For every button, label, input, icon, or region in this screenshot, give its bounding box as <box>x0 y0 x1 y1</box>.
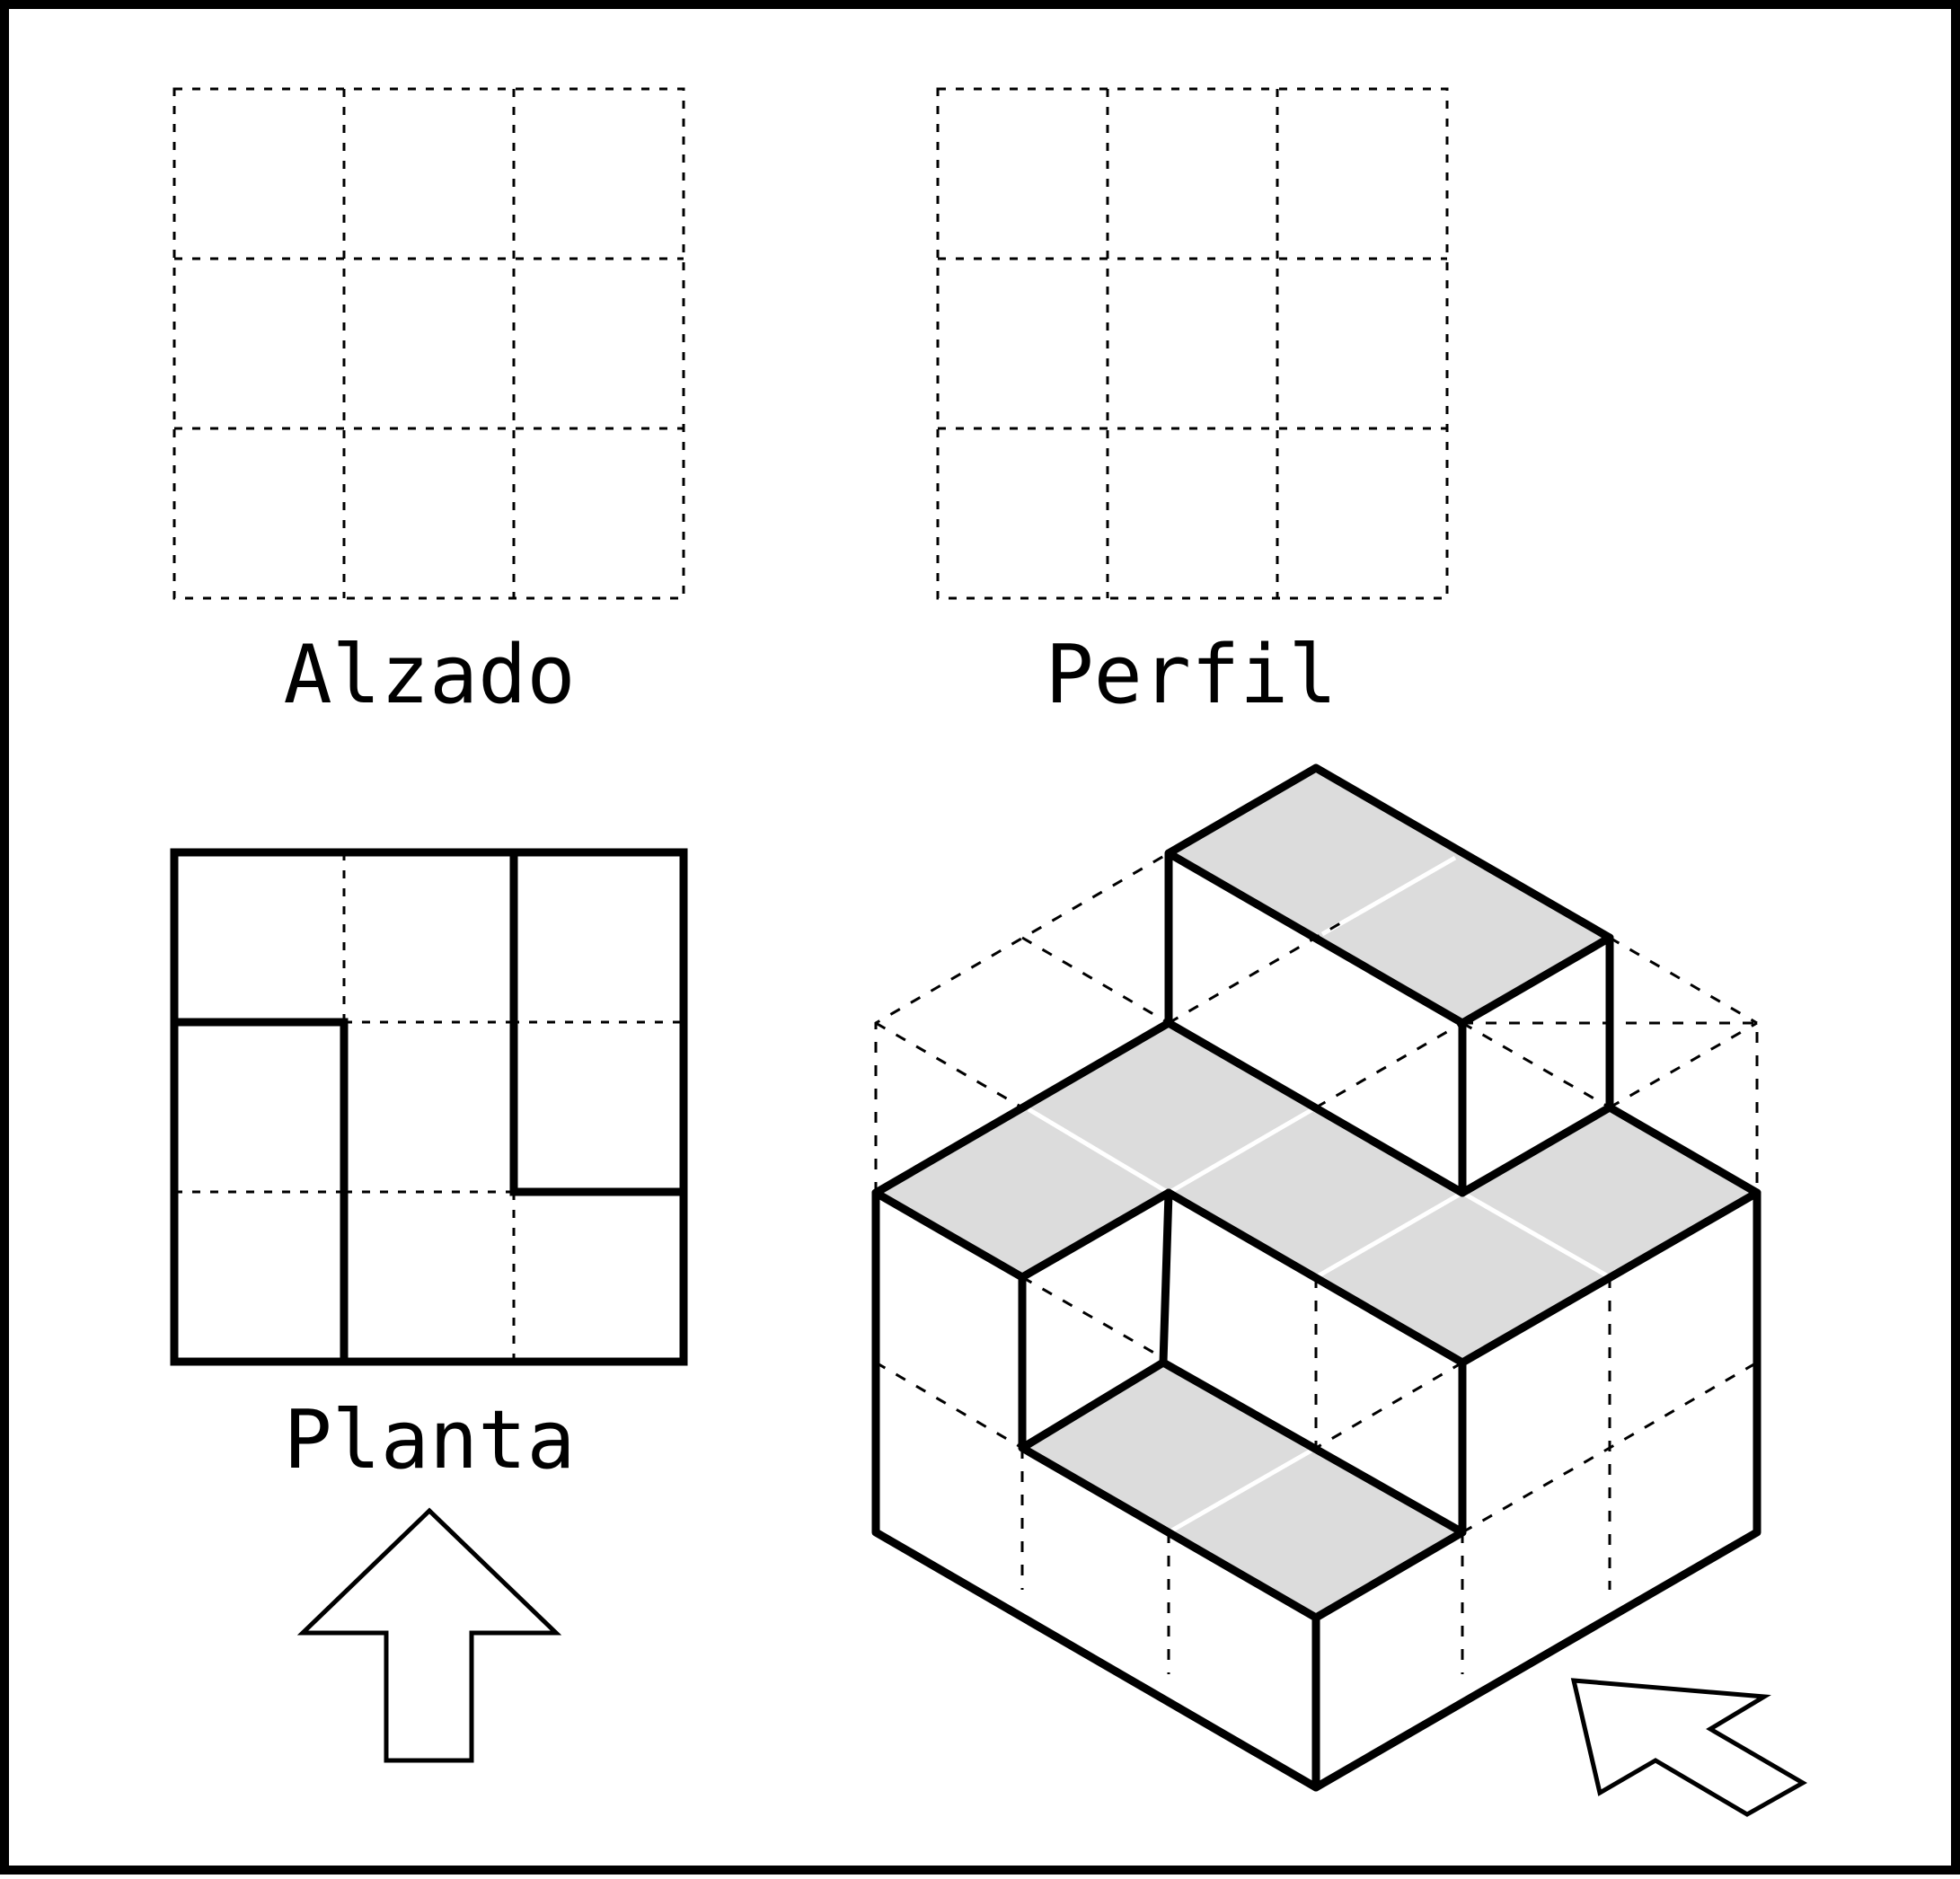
plan-outline <box>170 848 688 1366</box>
hidden-edges <box>874 851 1759 1674</box>
visible-edges <box>871 763 1761 1792</box>
isometric-piece <box>871 763 1761 1792</box>
top-faces <box>876 768 1757 1618</box>
plan-label: Planta <box>283 1393 575 1487</box>
arrow-up-left-icon <box>1570 1678 1808 1817</box>
elevation-answer-grid[interactable] <box>172 87 685 600</box>
profile-answer-grid[interactable] <box>936 87 1449 600</box>
plan-view <box>170 848 688 1366</box>
elevation-label: Alzado <box>283 628 575 722</box>
arrow-up-icon <box>296 1507 562 1763</box>
profile-label: Perfil <box>1045 628 1337 722</box>
top-face-seams <box>1027 855 1611 1535</box>
plan-hidden-gridlines <box>174 852 681 1360</box>
